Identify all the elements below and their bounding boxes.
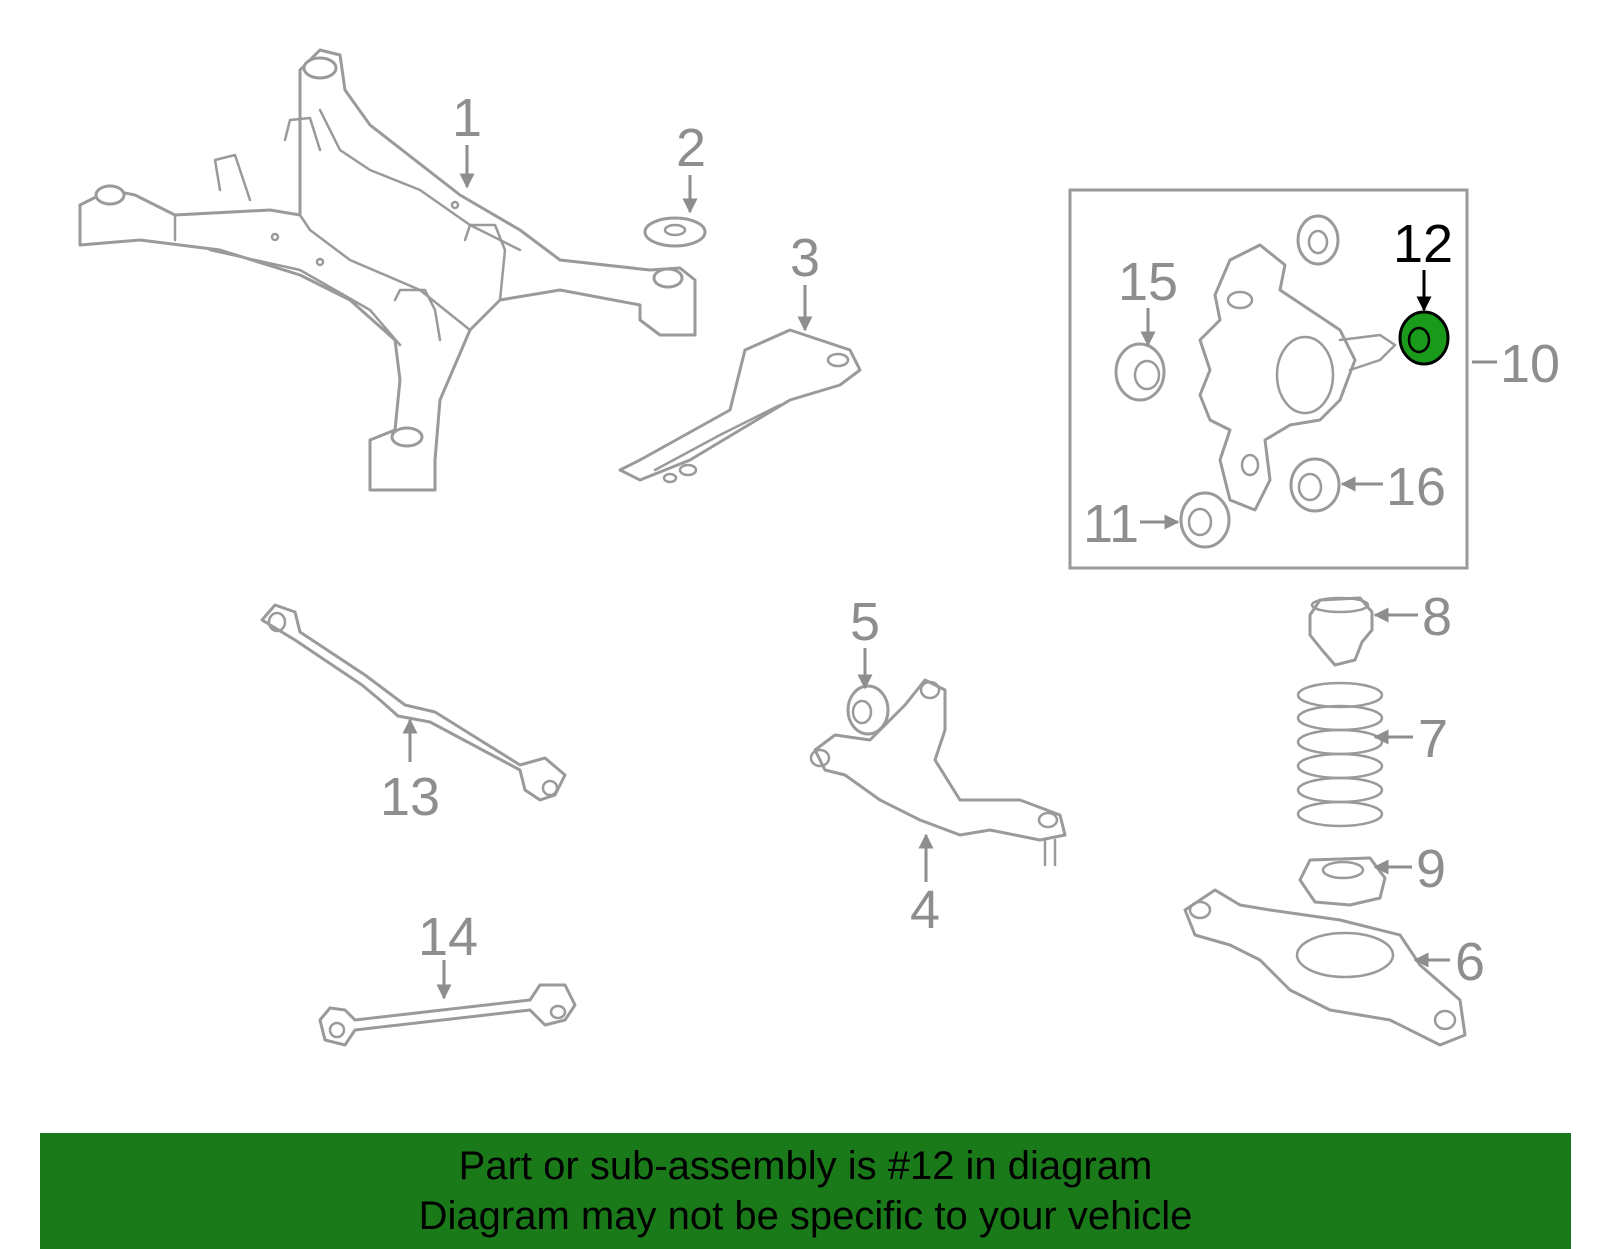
part-16-bushing[interactable] xyxy=(1289,457,1341,513)
part-13-lateral-link[interactable] xyxy=(260,603,567,802)
callout-4: 4 xyxy=(910,880,940,940)
part-7-coil-spring[interactable] xyxy=(1296,681,1384,828)
banner-line-1: Part or sub-assembly is #12 in diagram xyxy=(458,1144,1153,1188)
callout-7: 7 xyxy=(1418,709,1448,769)
part-9-spring-seat[interactable] xyxy=(1298,856,1387,907)
part-2-washer[interactable] xyxy=(643,216,707,248)
info-banner: Part or sub-assembly is #12 in diagram D… xyxy=(40,1133,1571,1249)
callout-3: 3 xyxy=(790,228,820,288)
callout-16: 16 xyxy=(1386,457,1446,517)
callout-14: 14 xyxy=(418,907,478,967)
knuckle-subassembly-box xyxy=(1068,188,1469,570)
part-15-bushing[interactable] xyxy=(1114,342,1166,402)
banner-line-2: Diagram may not be specific to your vehi… xyxy=(418,1194,1193,1238)
part-11-bushing[interactable] xyxy=(1179,491,1231,549)
callout-11: 11 xyxy=(1083,494,1139,554)
part-3-bracket[interactable] xyxy=(618,328,862,484)
callout-8: 8 xyxy=(1422,587,1452,647)
part-1-subframe[interactable] xyxy=(78,48,697,492)
callout-6: 6 xyxy=(1455,932,1485,992)
callout-10: 10 xyxy=(1500,334,1560,394)
part-5-bushing[interactable] xyxy=(846,684,890,736)
part-14-toe-link[interactable] xyxy=(318,983,577,1047)
part-8-bump-stop[interactable] xyxy=(1308,596,1374,667)
bushing-top[interactable] xyxy=(1296,214,1340,266)
leader-lines xyxy=(402,145,1497,1000)
part-10-knuckle[interactable] xyxy=(1198,243,1397,512)
callout-12: 12 xyxy=(1393,214,1453,274)
callout-15: 15 xyxy=(1118,252,1178,312)
callout-9: 9 xyxy=(1416,839,1446,899)
callout-2: 2 xyxy=(676,118,706,178)
callout-labels: 1 2 3 4 5 6 7 8 9 10 11 12 13 14 15 16 xyxy=(380,88,1560,992)
part-4-link[interactable] xyxy=(809,678,1067,867)
part-6-lower-arm[interactable] xyxy=(1183,888,1467,1047)
callout-13: 13 xyxy=(380,767,440,827)
callout-1: 1 xyxy=(452,88,482,148)
part-12-bushing-highlighted[interactable] xyxy=(1398,310,1450,366)
callout-5: 5 xyxy=(850,592,880,652)
